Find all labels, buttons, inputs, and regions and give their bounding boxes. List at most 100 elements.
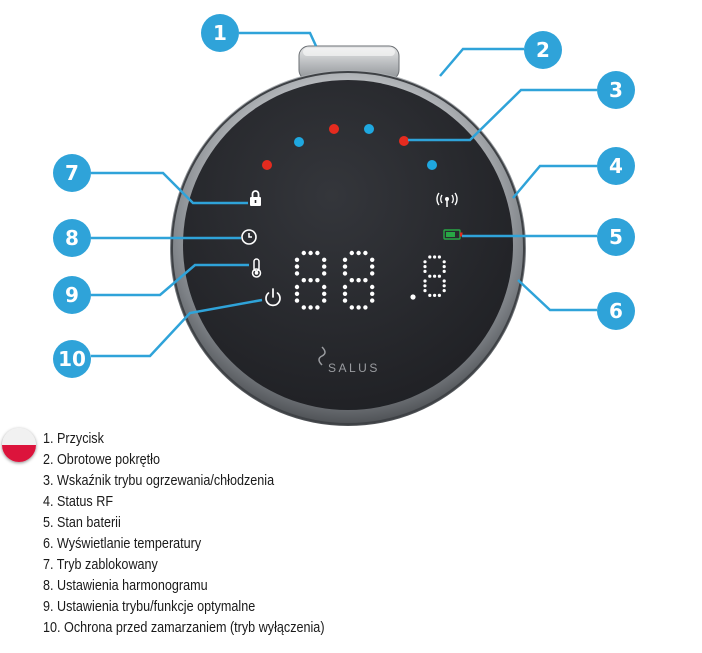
display-dot (428, 293, 432, 297)
display-dot (322, 264, 327, 269)
display-dot (308, 250, 313, 256)
display-dot (423, 284, 427, 288)
display-dot (433, 255, 437, 259)
display-dot (437, 274, 441, 278)
thermometer-icon (251, 258, 262, 278)
display-dot (349, 250, 354, 256)
display-dot (442, 279, 446, 283)
legend-item: 3. Wskaźnik trybu ogrzewania/chłodzenia (43, 472, 275, 489)
display-dot (342, 291, 348, 296)
clock-icon (241, 229, 257, 245)
heat-dot (399, 136, 409, 146)
callout-2: 2 (524, 31, 562, 69)
leader-line-4 (512, 164, 597, 199)
top-button[interactable] (298, 45, 400, 81)
display-dot (342, 284, 348, 290)
display-dot (363, 278, 368, 283)
display-dot (370, 264, 375, 269)
legend-list: 1. Przycisk 2. Obrotowe pokrętło 3. Wska… (43, 428, 325, 638)
battery-icon (443, 229, 463, 240)
display-dot (363, 305, 368, 310)
leader-lines (91, 31, 597, 358)
display-dot (370, 284, 375, 290)
callout-10: 10 (53, 340, 91, 378)
display-dot (294, 284, 300, 290)
display-dot (437, 255, 441, 259)
display-dot (428, 255, 432, 259)
display-dot (342, 264, 348, 269)
temperature-display (294, 250, 446, 310)
leader-line-3 (408, 88, 597, 142)
display-dot (442, 265, 446, 269)
display-dot (349, 305, 354, 310)
display-dot (349, 278, 354, 283)
display-dot (442, 269, 446, 273)
display-dot (428, 274, 432, 278)
display-dot (301, 305, 306, 310)
display-dot (294, 298, 300, 303)
cool-dot (364, 124, 374, 134)
heat-dot (329, 124, 339, 134)
legend-item: 5. Stan baterii (43, 514, 121, 531)
display-dot (423, 260, 427, 264)
display-dot (370, 298, 375, 303)
display-dot (322, 298, 327, 303)
display-dot (322, 271, 327, 276)
leader-line-1 (239, 31, 318, 47)
display-dot (442, 284, 446, 288)
heat-dot (262, 160, 272, 170)
callout-6: 6 (597, 292, 635, 330)
legend-item: 2. Obrotowe pokrętło (43, 451, 160, 468)
display-dot (423, 279, 427, 283)
display-dot (363, 250, 368, 256)
cool-dot (294, 137, 304, 147)
display-dot (410, 294, 416, 300)
display-dot (423, 265, 427, 269)
display-dot (356, 250, 361, 256)
leader-line-7 (91, 171, 248, 205)
callout-4: 4 (597, 147, 635, 185)
callout-1: 1 (201, 14, 239, 52)
legend-item: 1. Przycisk (43, 430, 104, 447)
display-dot (423, 269, 427, 273)
display-dot (294, 264, 300, 269)
legend-item: 6. Wyświetlanie temperatury (43, 535, 202, 552)
display-dot (294, 271, 300, 276)
callout-9: 9 (53, 276, 91, 314)
callout-5: 5 (597, 218, 635, 256)
display-dot (322, 291, 327, 296)
legend-item: 8. Ustawienia harmonogramu (43, 577, 208, 594)
power-icon (265, 288, 281, 307)
antenna-icon (436, 192, 458, 207)
display-dot (322, 257, 327, 262)
display-dot (433, 274, 437, 278)
display-dot (356, 305, 361, 310)
display-dot (370, 271, 375, 276)
display-dot (442, 289, 446, 293)
display-dot (315, 305, 320, 310)
display-dot (433, 293, 437, 297)
display-dot (356, 278, 361, 283)
leader-line-10 (91, 298, 263, 358)
display-dot (308, 278, 313, 283)
display-dot (342, 298, 348, 303)
legend-item: 7. Tryb zablokowany (43, 556, 158, 573)
legend-item: 10. Ochrona przed zamarzaniem (tryb wyłą… (43, 619, 325, 636)
brand-logo: SALUS (318, 346, 377, 375)
lock-icon (250, 190, 261, 206)
callout-3: 3 (597, 71, 635, 109)
legend-item: 9. Ustawienia trybu/funkcje optymalne (43, 598, 256, 615)
leader-line-6 (517, 279, 597, 312)
display-dot (301, 250, 306, 256)
polish-flag-icon (2, 428, 36, 462)
display-dot (308, 305, 313, 310)
display-dot (315, 250, 320, 256)
display-dot (294, 257, 300, 262)
display-dot (342, 271, 348, 276)
callout-7: 7 (53, 154, 91, 192)
display-dot (437, 293, 441, 297)
display-dot (342, 257, 348, 262)
legend-item: 4. Status RF (43, 493, 114, 510)
display-dot (294, 291, 300, 296)
